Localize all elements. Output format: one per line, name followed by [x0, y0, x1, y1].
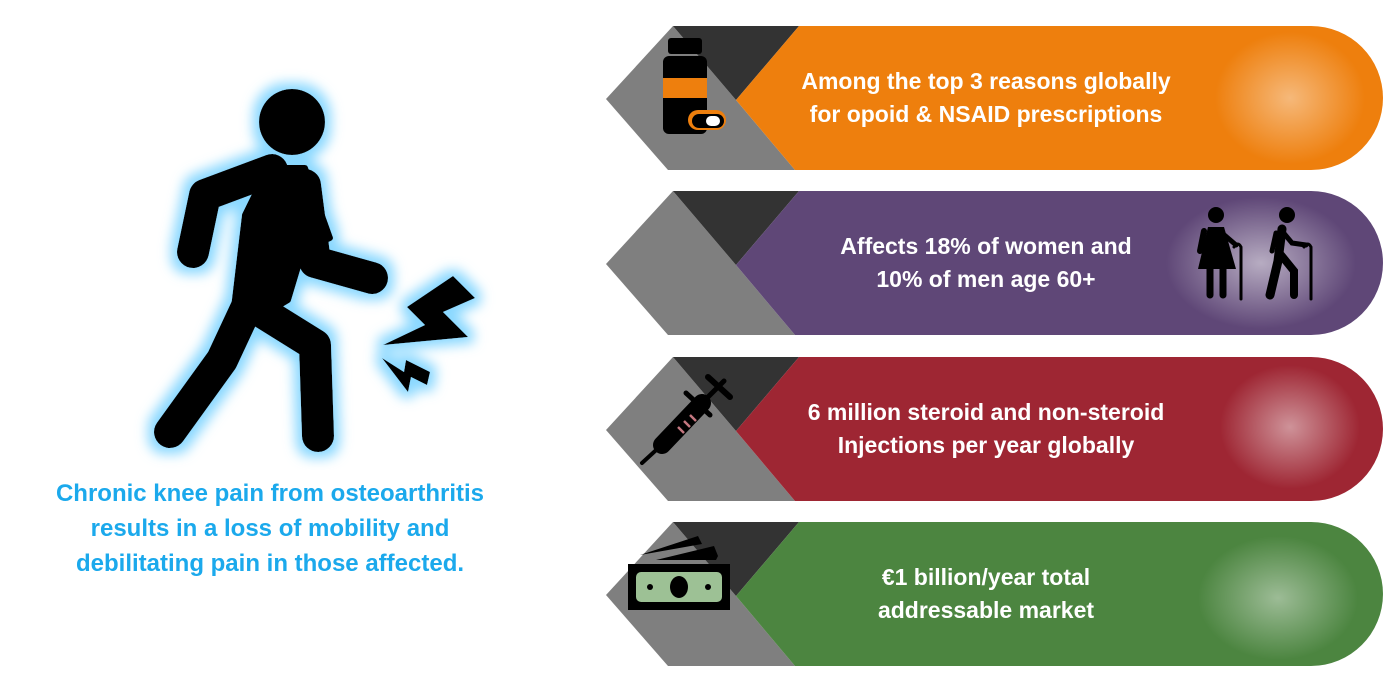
- caption: Chronic knee pain from osteoarthritis re…: [10, 476, 530, 581]
- walking-person-knee-pain-icon: [154, 89, 475, 452]
- pill-bottle-icon: [663, 38, 726, 134]
- banner-fill: [736, 26, 1383, 170]
- caption-line: debilitating pain in those affected.: [75, 550, 465, 577]
- fact-text-line: 6 million steroid and non-steroid: [807, 399, 1165, 425]
- caption-line: Chronic knee pain from osteoarthritis: [55, 480, 485, 507]
- fact-banner-prescriptions: Among the top 3 reasons globally for opo…: [606, 26, 1396, 170]
- fact-text-line: Affects 18% of women and: [840, 233, 1132, 259]
- fact-banner-prevalence: Affects 18% of women and 10% of men age …: [606, 191, 1396, 335]
- money-icon: [628, 536, 730, 610]
- fact-banner-injections: 6 million steroid and non-steroid Inject…: [606, 357, 1396, 501]
- fact-text-line: Injections per year globally: [837, 432, 1135, 458]
- chevron-dark: [673, 26, 799, 100]
- fact-text-line: Among the top 3 reasons globally: [801, 68, 1171, 94]
- fact-banner-market: €1 billion/year total addressable market: [606, 522, 1396, 666]
- fact-text-line: €1 billion/year total: [881, 564, 1091, 590]
- elderly-people-icon: [1197, 207, 1313, 301]
- fact-text-line: for opoid & NSAID prescriptions: [809, 101, 1163, 127]
- fact-text-line: addressable market: [877, 597, 1095, 623]
- caption-line: results in a loss of mobility and: [90, 515, 450, 542]
- syringe-icon: [640, 374, 733, 465]
- fact-text-line: 10% of men age 60+: [876, 266, 1096, 292]
